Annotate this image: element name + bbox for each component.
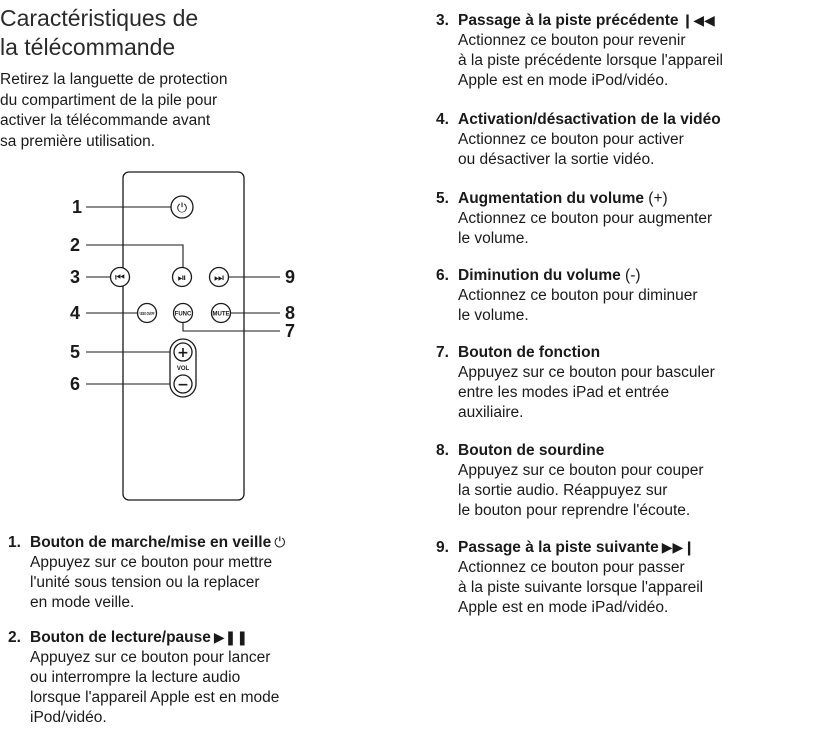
item-heading: 6.Diminution du volume (-) bbox=[436, 267, 641, 284]
previous-track-icon: ❙◀◀ bbox=[681, 12, 715, 28]
callout-number-5: 5 bbox=[70, 342, 80, 362]
play-pause-icon: ⏯ bbox=[178, 271, 187, 284]
item-heading: 9.Passage à la piste suivante▶▶❙ bbox=[436, 539, 696, 556]
play-pause-button[interactable]: ⏯ bbox=[171, 266, 193, 288]
callout-number-6: 6 bbox=[70, 374, 80, 394]
callout-number-4: 4 bbox=[70, 303, 80, 323]
item-description: Appuyez sur ce bouton pour basculer entr… bbox=[458, 364, 715, 421]
callout-number-9: 9 bbox=[285, 267, 295, 287]
next-track-icon: ⏭ bbox=[214, 271, 224, 284]
section-title: Caractéristiques de la télécommande bbox=[0, 5, 199, 60]
callout-line-2 bbox=[86, 244, 184, 268]
func-label: FUNC bbox=[175, 312, 192, 318]
video-onoff-label: VIDEO ON/OFF bbox=[140, 311, 155, 316]
intro-paragraph: Retirez la languette de protection du co… bbox=[0, 71, 228, 150]
callout-line-7 bbox=[182, 322, 280, 332]
list-item: 8.Bouton de sourdine Appuyez sur ce bout… bbox=[436, 441, 704, 521]
mute-button[interactable]: MUTE bbox=[210, 302, 232, 324]
volume-label: VOL bbox=[177, 366, 190, 372]
list-item: 5.Augmentation du volume (+) Actionnez c… bbox=[436, 189, 712, 249]
item-heading: 7.Bouton de fonction bbox=[436, 344, 601, 361]
list-item: 2.Bouton de lecture/pause▶❚❚ Appuyez sur… bbox=[8, 627, 279, 728]
item-description: Appuyez sur ce bouton pour couper la sor… bbox=[458, 462, 704, 519]
func-button[interactable]: FUNC bbox=[172, 302, 194, 324]
previous-track-button[interactable]: ⏮ bbox=[109, 266, 131, 288]
minus-icon: − bbox=[177, 377, 189, 393]
next-track-button[interactable]: ⏭ bbox=[208, 266, 230, 288]
power-button[interactable]: ⏻ bbox=[170, 195, 194, 219]
list-item: 6.Diminution du volume (-) Actionnez ce … bbox=[436, 266, 698, 326]
feature-list-right: 3.Passage à la piste précédente❙◀◀ Actio… bbox=[436, 10, 816, 710]
list-item: 4.Activation/désactivation de la vidéo A… bbox=[436, 110, 721, 170]
item-description: Actionnez ce bouton pour diminuer le vol… bbox=[458, 287, 698, 324]
item-description: Actionnez ce bouton pour revenir à la pi… bbox=[458, 32, 723, 89]
list-item: 3.Passage à la piste précédente❙◀◀ Actio… bbox=[436, 10, 723, 91]
feature-list-left: 1.Bouton de marche/mise en veille⏻ Appuy… bbox=[8, 532, 368, 747]
list-item: 7.Bouton de fonction Appuyez sur ce bout… bbox=[436, 343, 715, 423]
remote-body bbox=[122, 171, 245, 501]
volume-up-button[interactable]: + bbox=[173, 342, 193, 362]
list-item: 1.Bouton de marche/mise en veille⏻ Appuy… bbox=[8, 532, 285, 613]
item-heading: 1.Bouton de marche/mise en veille⏻ bbox=[8, 534, 286, 551]
callout-number-8: 8 bbox=[285, 303, 295, 323]
plus-icon: + bbox=[177, 345, 189, 361]
item-description: Appuyez sur ce bouton pour lancer ou int… bbox=[30, 649, 280, 726]
item-description: Actionnez ce bouton pour augmenter le vo… bbox=[458, 210, 713, 247]
callout-number-2: 2 bbox=[70, 235, 80, 255]
volume-down-button[interactable]: − bbox=[173, 374, 193, 394]
item-description: Actionnez ce bouton pour passer à la pis… bbox=[458, 559, 704, 616]
item-heading: 5.Augmentation du volume (+) bbox=[436, 190, 668, 207]
callout-number-3: 3 bbox=[70, 267, 80, 287]
item-heading: 8.Bouton de sourdine bbox=[436, 442, 605, 459]
callout-number-7: 7 bbox=[285, 321, 295, 341]
item-description: Actionnez ce bouton pour activer ou désa… bbox=[458, 131, 684, 168]
play-pause-icon: ▶❚❚ bbox=[213, 629, 249, 645]
mute-label: MUTE bbox=[213, 312, 230, 318]
callout-number-1: 1 bbox=[72, 197, 82, 217]
power-icon: ⏻ bbox=[177, 201, 187, 216]
next-track-icon: ▶▶❙ bbox=[661, 539, 696, 555]
power-icon: ⏻ bbox=[274, 534, 286, 550]
item-heading: 2.Bouton de lecture/pause▶❚❚ bbox=[8, 629, 249, 646]
video-onoff-button[interactable]: VIDEO ON/OFF bbox=[136, 302, 158, 324]
item-description: Appuyez sur ce bouton pour mettre l'unit… bbox=[30, 554, 273, 611]
previous-track-icon: ⏮ bbox=[115, 271, 125, 284]
item-heading: 3.Passage à la piste précédente❙◀◀ bbox=[436, 12, 715, 29]
list-item: 9.Passage à la piste suivante▶▶❙ Actionn… bbox=[436, 537, 703, 618]
remote-diagram: 1 2 3 4 5 6 7 8 9 ⏻ ⏮ ⏯ ⏭ bbox=[70, 171, 295, 501]
item-heading: 4.Activation/désactivation de la vidéo bbox=[436, 111, 721, 128]
